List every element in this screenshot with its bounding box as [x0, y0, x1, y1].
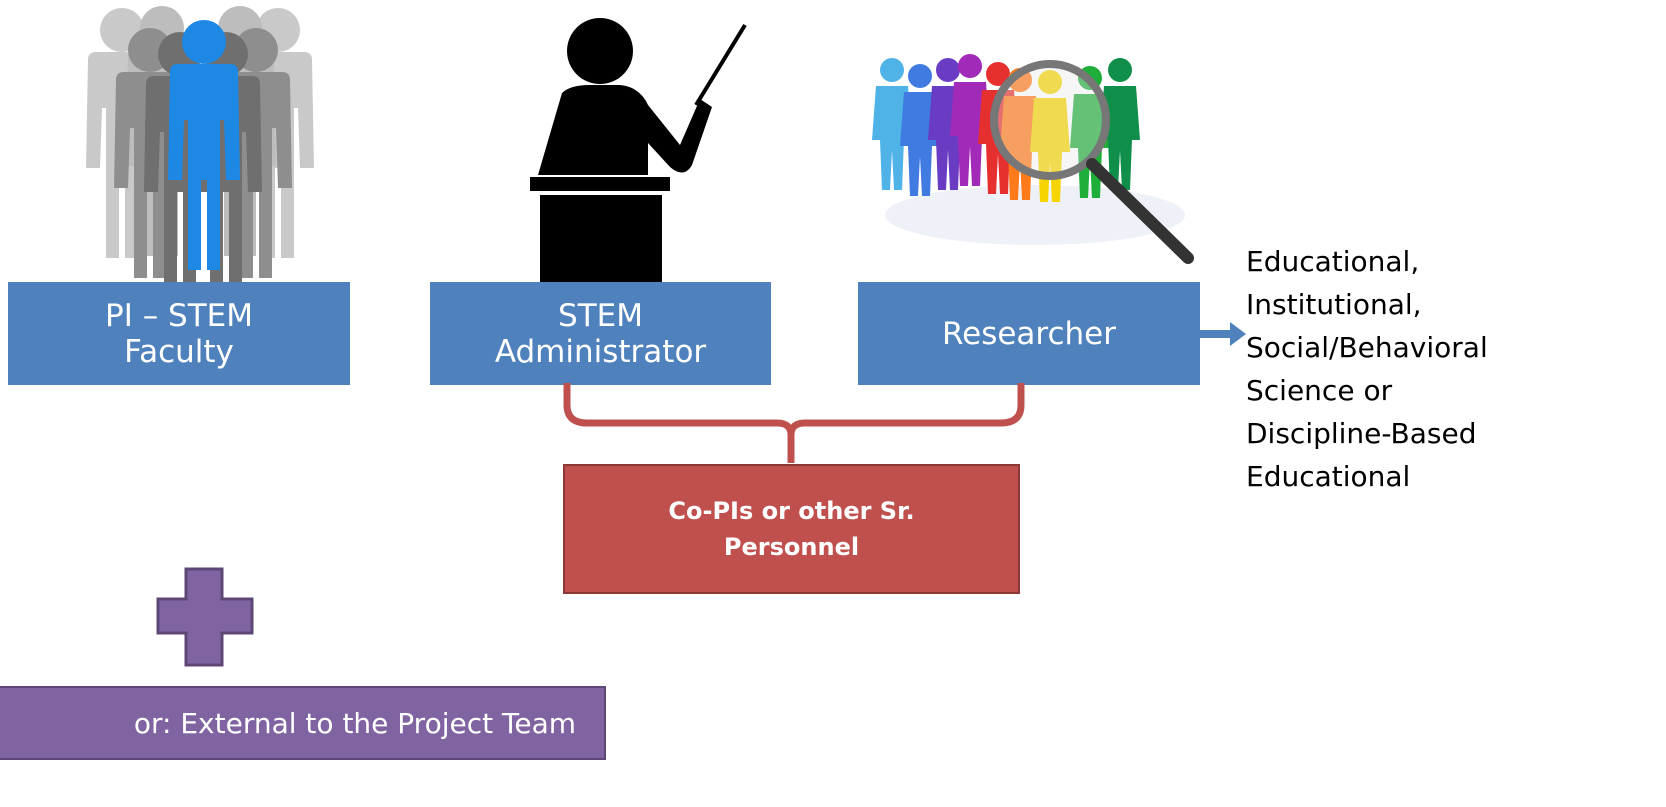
researcher-type-item: Social/Behavioral	[1246, 331, 1488, 364]
evaluator-label: or: External to the Project Team	[133, 706, 576, 740]
researcher-type-item: Discipline-Based	[1246, 417, 1477, 450]
presenter-podium-icon	[530, 18, 747, 285]
role-box-researcher: Researcher	[858, 282, 1200, 385]
role-box-pi-faculty: PI – STEM Faculty	[8, 282, 350, 385]
role-label-line2: Faculty	[124, 333, 234, 370]
role-box-stem-administrator: STEM Administrator	[430, 282, 771, 385]
role-label-line1: Researcher	[941, 315, 1116, 352]
faculty-group-icon	[86, 6, 314, 282]
researcher-type-item: Science or	[1246, 374, 1393, 407]
co-pi-label-line1: Co-PIs or other Sr.	[668, 497, 915, 525]
researcher-group-magnifier-icon	[872, 54, 1194, 264]
researcher-type-item: Educational	[1246, 460, 1411, 493]
co-pi-label-line2: Personnel	[723, 533, 860, 561]
right-arrow-icon	[1198, 322, 1246, 346]
co-pi-personnel-box: Co-PIs or other Sr. Personnel	[563, 464, 1020, 594]
plus-icon	[156, 567, 254, 667]
group-bracket	[563, 383, 1025, 463]
researcher-type-item: Educational,	[1246, 245, 1420, 278]
researcher-type-item: Institutional,	[1246, 288, 1422, 321]
role-label-line2: Administrator	[494, 333, 707, 370]
evaluator-box: or: External to the Project Team	[0, 686, 606, 760]
role-label-line1: PI – STEM	[105, 297, 253, 334]
researcher-types-list: Educational, Institutional, Social/Behav…	[1246, 240, 1666, 498]
role-label-line1: STEM	[558, 297, 643, 334]
